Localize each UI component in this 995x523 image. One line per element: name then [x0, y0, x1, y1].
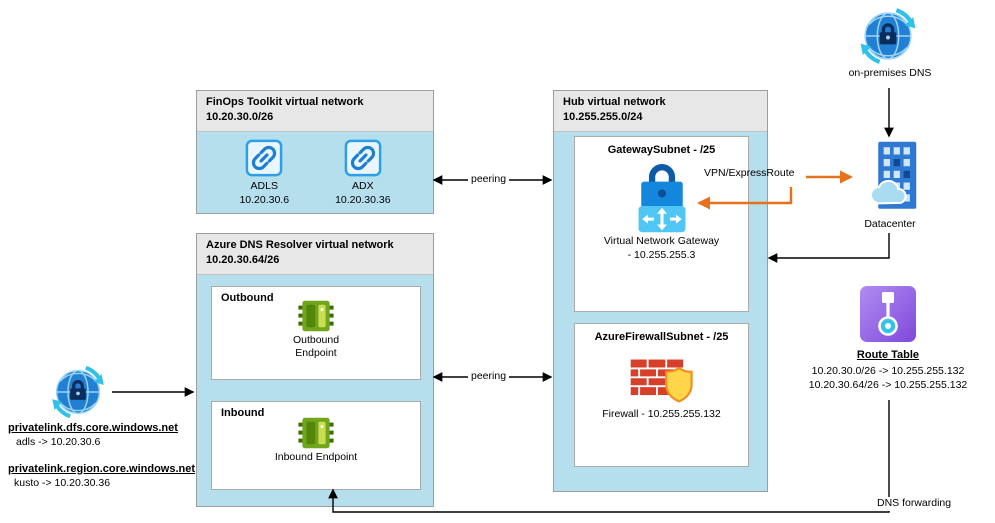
- inbound-content: Inbound Endpoint: [212, 417, 420, 464]
- gateway-subnet-title: GatewaySubnet - /25: [607, 144, 716, 156]
- private-dns-globe-lock-icon: [52, 365, 104, 419]
- adx-label: ADX: [352, 180, 374, 192]
- adls-label: ADLS: [250, 180, 278, 192]
- outbound-content: Outbound Endpoint: [212, 300, 420, 360]
- private-dns-record-2: kusto -> 10.20.30.36: [14, 476, 111, 489]
- adls-link-icon: [245, 139, 283, 177]
- finops-vnet-header: FinOps Toolkit virtual network 10.20.30.…: [197, 91, 433, 132]
- inbound-title: Inbound: [221, 407, 265, 419]
- gateway-label: Virtual Network Gateway - 10.255.255.3: [603, 235, 720, 261]
- route-table-block: Route Table 10.20.30.0/26 -> 10.255.255.…: [790, 348, 986, 393]
- adx-ip: 10.20.30.36: [335, 193, 391, 206]
- dns-forwarding-label: DNS forwarding: [874, 497, 955, 511]
- adx-node: ADX 10.20.30.36: [335, 138, 391, 213]
- private-dns-zone-1: privatelink.dfs.core.windows.net: [8, 422, 178, 434]
- datacenter-to-gateway-line: [767, 233, 890, 263]
- firewall-label: Firewall - 10.255.255.132: [602, 408, 721, 420]
- hub-vnet-header: Hub virtual network 10.255.255.0/24: [554, 91, 767, 132]
- hub-vnet-title: Hub virtual network: [563, 96, 666, 108]
- peering-label-bottom: peering: [468, 370, 510, 384]
- finops-vnet-subnet: 10.20.30.0/26: [206, 111, 274, 124]
- inbound-endpoint-icon: [298, 417, 334, 449]
- adx-link-icon: [344, 139, 382, 177]
- datacenter-label: Datacenter: [864, 218, 916, 230]
- adls-node: ADLS 10.20.30.6: [239, 138, 289, 213]
- firewall-subnet-box: AzureFirewallSubnet - /25 Firewall - 10.…: [574, 323, 749, 467]
- outbound-box: Outbound Outbound Endpoint: [211, 286, 421, 380]
- private-dns-record-1: adls -> 10.20.30.6: [16, 436, 101, 448]
- vpn-gateway-icon: [638, 164, 685, 233]
- peering-label-top: peering: [468, 173, 510, 187]
- private-dns-zones-block: privatelink.dfs.core.windows.net adls ->…: [8, 422, 195, 490]
- outbound-endpoint-icon: [298, 300, 334, 332]
- finops-vnet-box: FinOps Toolkit virtual network 10.20.30.…: [196, 90, 434, 214]
- outbound-title: Outbound: [221, 292, 274, 304]
- vpn-expressroute-label: VPN/ExpressRoute: [704, 167, 795, 179]
- finops-vnet-title: FinOps Toolkit virtual network: [206, 96, 364, 108]
- route-table-route: 10.20.30.64/26 -> 10.255.255.132: [808, 378, 968, 391]
- finops-vnet-body: ADLS 10.20.30.6 ADX 10.20.30.36: [197, 131, 433, 213]
- firewall-icon: [630, 359, 693, 403]
- inbound-label: Inbound Endpoint: [274, 451, 358, 463]
- dns-resolver-vnet-header: Azure DNS Resolver virtual network 10.20…: [197, 234, 433, 275]
- hub-vnet-subnet: 10.255.255.0/24: [563, 111, 643, 124]
- hub-vnet-box: Hub virtual network 10.255.255.0/24 Gate…: [553, 90, 768, 492]
- dns-resolver-vnet-title: Azure DNS Resolver virtual network: [206, 239, 394, 251]
- datacenter-icon: [870, 141, 917, 209]
- gateway-subnet-box: GatewaySubnet - /25 Virtual Network Gate…: [574, 136, 749, 312]
- onprem-dns-globe-lock-icon: [860, 8, 916, 64]
- adls-ip: 10.20.30.6: [239, 193, 290, 206]
- dns-resolver-vnet-subnet: 10.20.30.64/26: [206, 254, 280, 267]
- outbound-label: Outbound Endpoint: [292, 334, 340, 360]
- dns-resolver-vnet-box: Azure DNS Resolver virtual network 10.20…: [196, 233, 434, 507]
- route-table-icon: [860, 286, 916, 342]
- route-table-route: 10.20.30.0/26 -> 10.255.255.132: [811, 365, 965, 378]
- onprem-dns-label: on-premises DNS: [848, 67, 932, 79]
- private-dns-zone-2: privatelink.region.core.windows.net: [8, 462, 196, 475]
- route-table-title: Route Table: [856, 349, 920, 361]
- firewall-subnet-title: AzureFirewallSubnet - /25: [594, 331, 729, 343]
- inbound-box: Inbound Inbound Endpoint: [211, 401, 421, 490]
